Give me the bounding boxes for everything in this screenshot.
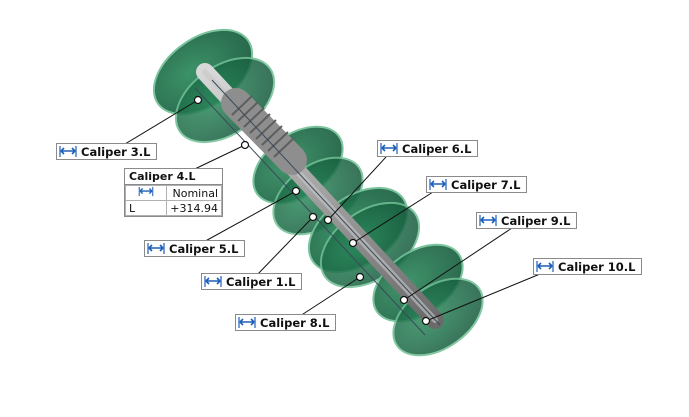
- caliper-dimension-icon: [59, 145, 77, 158]
- row-key: L: [125, 200, 167, 216]
- caliper-dimension-icon: [204, 275, 222, 288]
- caliper-6-label: Caliper 6.L: [402, 141, 472, 156]
- caliper-5-callout[interactable]: Caliper 5.L: [144, 240, 245, 257]
- caliper-3-callout[interactable]: Caliper 3.L: [56, 143, 157, 160]
- caliper-7-callout[interactable]: Caliper 7.L: [426, 176, 527, 193]
- caliper-1-callout[interactable]: Caliper 1.L: [201, 273, 302, 290]
- caliper-dimension-icon: [479, 214, 497, 227]
- caliper-3-label: Caliper 3.L: [81, 144, 151, 159]
- caliper-dimension-icon: [147, 242, 165, 255]
- nominal-header: Nominal: [166, 185, 222, 201]
- caliper-9-label: Caliper 9.L: [501, 213, 571, 228]
- caliper-5-label: Caliper 5.L: [169, 241, 239, 256]
- caliper-8-callout[interactable]: Caliper 8.L: [235, 314, 336, 331]
- anchor-points[interactable]: [193, 95, 431, 326]
- caliper-dimension-icon: [125, 185, 167, 201]
- caliper-8-label: Caliper 8.L: [260, 315, 330, 330]
- caliper-1-label: Caliper 1.L: [226, 274, 296, 289]
- caliper-10-callout[interactable]: Caliper 10.L: [533, 258, 642, 275]
- caliper-4-title: Caliper 4.L: [125, 169, 222, 185]
- caliper-6-callout[interactable]: Caliper 6.L: [377, 140, 478, 157]
- caliper-10-label: Caliper 10.L: [558, 259, 636, 274]
- caliper-dimension-icon: [536, 260, 554, 273]
- table-row: L +314.94: [125, 200, 222, 216]
- caliper-dimension-icon: [380, 142, 398, 155]
- worm-gear[interactable]: [221, 88, 307, 175]
- row-value: +314.94: [166, 200, 222, 216]
- dimension-lines: [194, 79, 441, 336]
- table-header-row: Nominal: [125, 185, 222, 201]
- measurement-table: Nominal L +314.94: [125, 185, 222, 216]
- caliper-9-callout[interactable]: Caliper 9.L: [476, 212, 577, 229]
- caliper-4-table-callout[interactable]: Caliper 4.L Nominal L +314.94: [124, 168, 223, 217]
- caliper-7-label: Caliper 7.L: [451, 177, 521, 192]
- caliper-dimension-icon: [238, 316, 256, 329]
- caliper-dimension-icon: [429, 178, 447, 191]
